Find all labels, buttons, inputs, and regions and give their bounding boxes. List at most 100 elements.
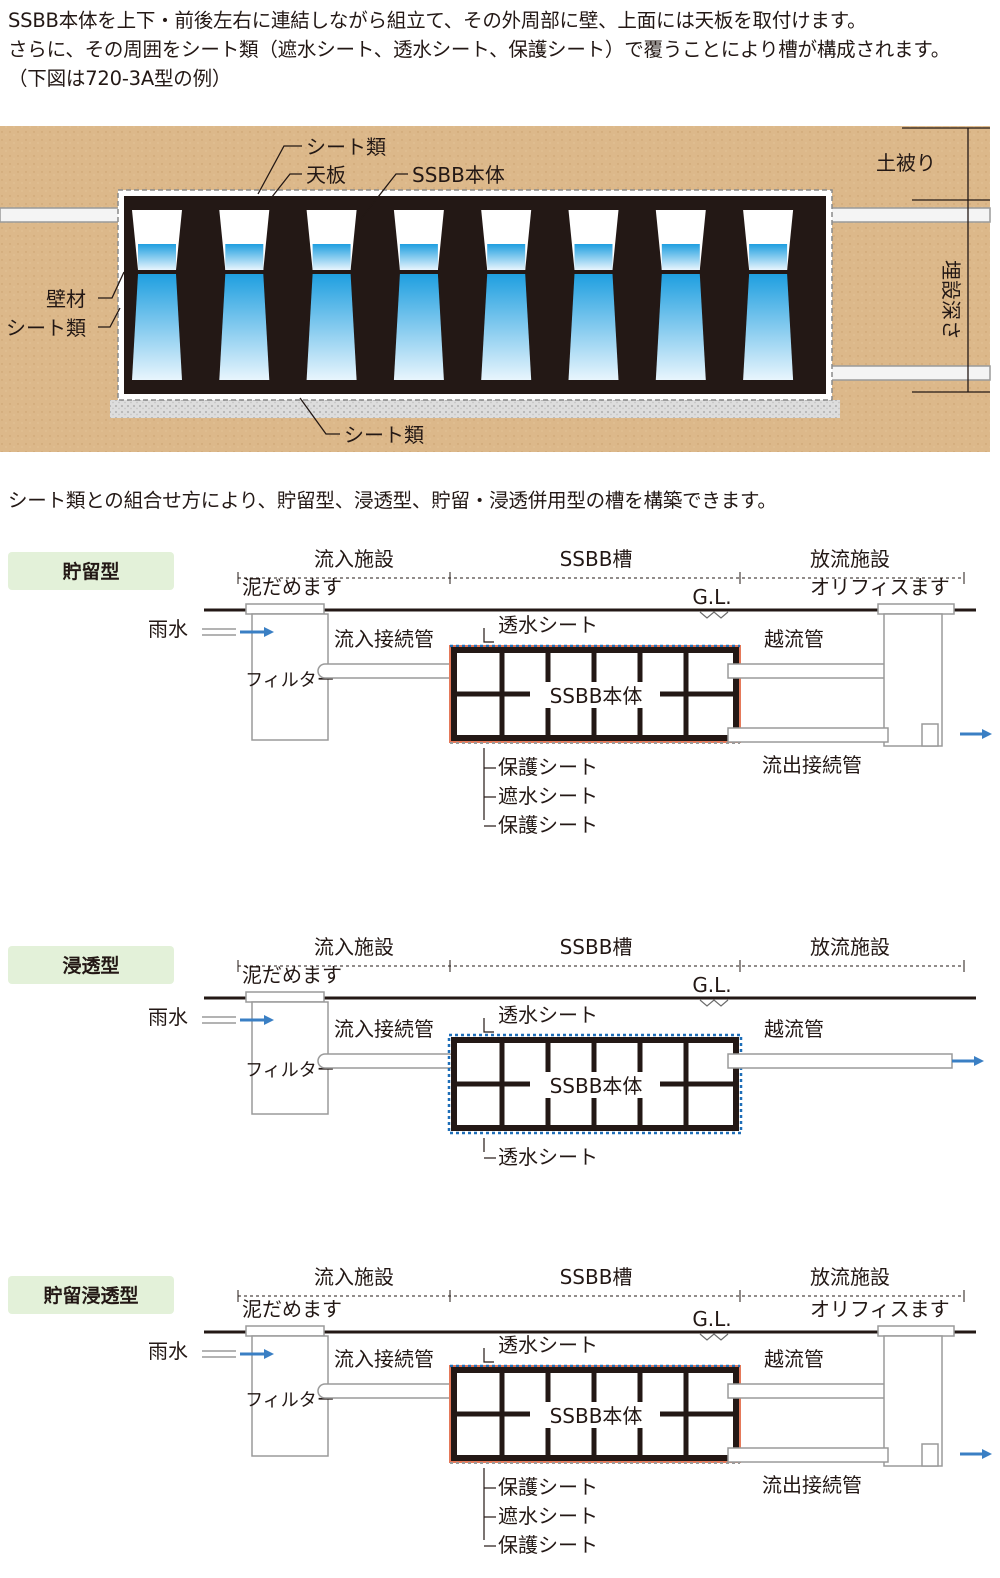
sheet-below-label: 遮水シート [498,1504,598,1528]
outlet-pipe [727,727,889,743]
inflow-facility-label: 流入施設 [314,547,394,571]
type-badge [8,552,174,590]
ssbb-body-label: SSBB本体 [550,684,643,708]
outlet-pipe-label: 流出接続管 [762,1473,862,1497]
body-label-bg [530,1402,660,1428]
inlet-pipe [317,1053,457,1069]
permeable-sheet-leader [483,628,494,643]
outflow-facility-label: 放流施設 [810,935,890,959]
sheet-below-label: 遮水シート [498,784,598,808]
cell-lower-water [655,274,706,380]
outflow-arrow-head [982,1449,992,1459]
cell-lower-water [132,274,182,380]
rain-label: 雨水 [148,617,188,641]
sheet-below-label: 透水シート [498,1145,598,1169]
tank-label: SSBB槽 [560,935,633,959]
label-sheets-bottom: シート類 [344,423,424,447]
label-cover: 土被り [876,151,936,175]
cell-upper-water [399,244,438,270]
inlet-pipe [317,1383,457,1399]
cell-upper-water [661,244,700,270]
label-ssbb-body: SSBB本体 [412,163,505,187]
overflow-label: 越流管 [764,1017,824,1041]
filter-label: フィルター [245,1390,335,1411]
gl-label: G.L. [692,973,731,997]
orifice-box-lid [877,603,955,615]
label-top-plate: 天板 [306,163,346,187]
type-badge-label: 貯留型 [62,560,119,583]
inflow-facility-label: 流入施設 [314,935,394,959]
mud-box-label: 泥だめます [242,1297,342,1321]
gl-hatch [699,1333,729,1341]
orifice-label: オリフィスます [810,1297,950,1321]
gl-label: G.L. [692,1307,731,1331]
cell-lower-water [393,274,444,380]
inlet-pipe [317,663,457,679]
cell-upper-water [225,244,264,270]
sheet-below-label: 保護シート [498,1533,598,1557]
intro-line-2: さらに、その周囲をシート類（遮水シート、透水シート、保護シート）で覆うことにより… [8,38,950,61]
cell-upper-water [574,244,613,270]
mud-box-label: 泥だめます [242,963,342,987]
rain-arrow-head [264,1349,274,1359]
inflow-facility-label: 流入施設 [314,1265,394,1289]
inlet-pipe-label: 流入接続管 [334,1017,434,1041]
cell-lower-water [481,274,532,380]
overflow-pipe [727,1383,889,1399]
cross-section-diagram: シート類 天板 SSBB本体 壁材 シート類 シート類 土被り 埋設深さ [0,126,991,452]
permeable-sheet-label: 透水シート [498,613,598,637]
type-badge-label: 貯留浸透型 [43,1284,138,1307]
tank-cells [132,210,794,380]
sheet-below-label: 保護シート [498,755,598,779]
type-badge [8,946,174,984]
mud-box-label: 泥だめます [242,575,342,599]
rain-label: 雨水 [148,1339,188,1363]
label-sheets-side: シート類 [6,316,86,340]
sheet-below-label: 保護シート [498,813,598,837]
permeable-sheet [447,1033,743,1135]
cell-lower-water [568,274,619,380]
cell-upper-water [312,244,351,270]
cell-lower-water [306,274,357,380]
body-label-bg [530,682,660,708]
permeable-sheet-leader [483,1348,494,1363]
type-badge-label: 浸透型 [62,954,119,977]
orifice-box-lid [877,1325,955,1337]
inlet-pipe-label: 流入接続管 [334,627,434,651]
mud-box-lid [245,991,325,1003]
type-badge [8,1276,174,1314]
cell-lower-water [219,274,270,380]
label-sheets-top: シート類 [306,135,386,159]
gl-hatch [699,611,729,619]
gl-hatch [699,999,729,1007]
outlet-pipe-upper [827,207,991,223]
gravel-bed [110,400,840,418]
outlet-pipe [727,1447,889,1463]
intro-line-3: （下図は720-3A型の例） [8,67,232,90]
overflow-pipe [727,1053,953,1069]
label-depth: 埋設深さ [939,260,963,340]
subtitle: シート類との組合せ方により、貯留型、浸透型、貯留・浸透併用型の槽を構築できます。 [8,489,777,512]
outlet-pipe-label: 流出接続管 [762,753,862,777]
cell-lower-water [743,274,794,380]
filter-label: フィルター [245,670,335,691]
tank-label: SSBB槽 [560,1265,633,1289]
outflow-facility-label: 放流施設 [810,547,890,571]
ssbb-body-label: SSBB本体 [550,1404,643,1428]
orifice-fitting [921,1443,939,1467]
overflow-label: 越流管 [764,1347,824,1371]
sheet-below-label: 保護シート [498,1475,598,1499]
label-wall: 壁材 [46,287,86,311]
cell-upper-water [487,244,526,270]
cell-upper-water [138,244,176,270]
permeable-sheet-label: 透水シート [498,1333,598,1357]
rain-label: 雨水 [148,1005,188,1029]
permeable-sheet-label: 透水シート [498,1003,598,1027]
overflow-pipe [727,663,889,679]
filter-label: フィルター [245,1060,335,1081]
tank-label: SSBB槽 [560,547,633,571]
cell-upper-water [749,244,788,270]
outflow-arrow-head [982,729,992,739]
